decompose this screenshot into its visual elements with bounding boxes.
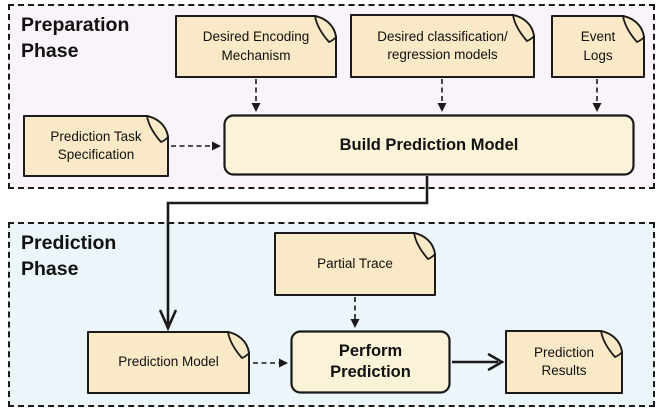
desired-encoding-label: Desired Encoding Mechanism <box>202 29 310 63</box>
desired-models-node: Desired classification/ regression model… <box>350 14 535 78</box>
arrow-prediction-model-to-perform-prediction <box>253 358 288 368</box>
prediction-model-node: Prediction Model <box>87 331 250 394</box>
prediction-model-label: Prediction Model <box>118 354 219 370</box>
prediction-task-node: Prediction Task Specification <box>23 115 169 177</box>
build-prediction-model-label: Build Prediction Model <box>339 135 519 154</box>
event-logs-node: Event Logs <box>551 15 645 78</box>
process-shape-icon <box>290 330 451 394</box>
partial-trace-node: Partial Trace <box>274 232 436 296</box>
document-shape-icon <box>551 15 645 78</box>
document-shape-icon <box>87 331 250 394</box>
document-shape-icon <box>274 232 436 296</box>
document-shape-icon <box>350 14 535 78</box>
prediction-results-node: Prediction Results <box>505 330 623 394</box>
partial-trace-label: Partial Trace <box>317 255 393 271</box>
arrow-desired-models-to-build-model <box>437 79 447 112</box>
build-prediction-model-node: Build Prediction Model <box>223 114 635 176</box>
arrow-desired-encoding-to-build-model <box>251 79 261 112</box>
arrow-build-model-to-prediction-model <box>159 176 429 332</box>
arrow-perform-prediction-to-results <box>452 353 505 371</box>
process-shape-icon <box>223 114 635 176</box>
arrow-partial-trace-to-perform-prediction <box>350 297 360 328</box>
arrow-prediction-task-to-build-model <box>171 141 221 151</box>
perform-prediction-label: Perform Prediction <box>330 342 411 381</box>
event-logs-label: Event Logs <box>580 29 616 63</box>
document-shape-icon <box>23 115 169 177</box>
preparation-phase-label: Preparation Phase <box>21 14 130 62</box>
perform-prediction-node: Perform Prediction <box>290 330 451 394</box>
arrow-event-logs-to-build-model <box>592 79 602 112</box>
prediction-phase-label: Prediction Phase <box>21 232 117 280</box>
prediction-task-label: Prediction Task Specification <box>50 128 142 162</box>
prediction-results-label: Prediction Results <box>533 344 595 378</box>
document-shape-icon <box>175 15 337 78</box>
document-shape-icon <box>505 330 623 394</box>
desired-encoding-node: Desired Encoding Mechanism <box>175 15 337 78</box>
desired-models-label: Desired classification/ regression model… <box>377 28 508 62</box>
